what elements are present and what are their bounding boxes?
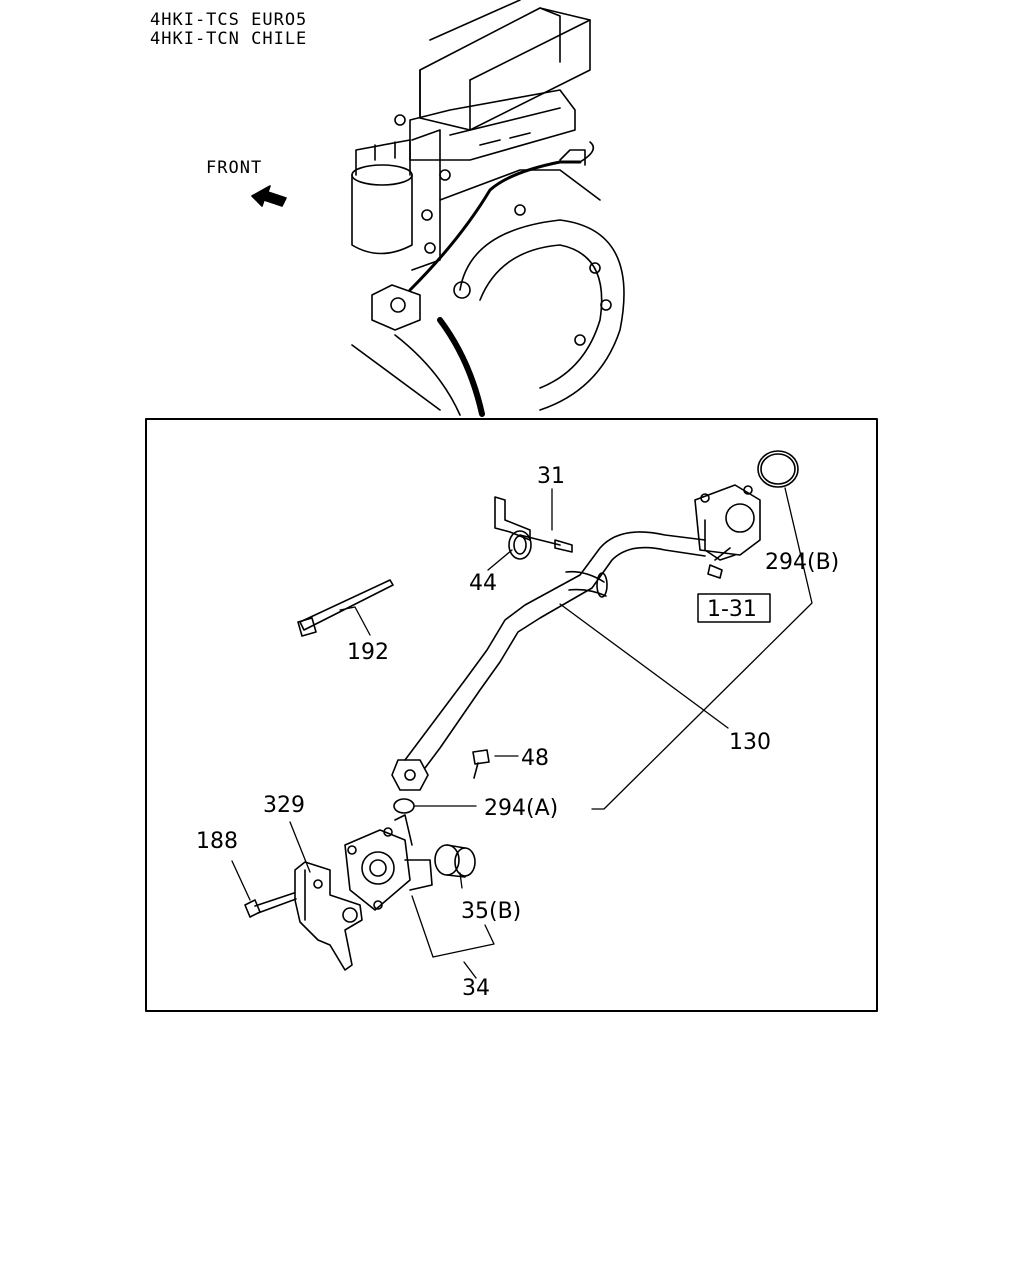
label-31: 31: [537, 464, 565, 489]
water-pipe-130: [391, 484, 761, 791]
front-arrow-icon: [251, 185, 287, 207]
ref-box-1-31: [697, 593, 771, 623]
model-title-line-2: 4HKI-TCN CHILE: [150, 29, 308, 49]
label-35b: 35(B): [461, 899, 521, 924]
housing-34: [344, 814, 433, 911]
bolt-1-31: [707, 547, 731, 579]
bolt-188: [244, 892, 297, 918]
o-ring-294a: [393, 798, 415, 814]
front-label: FRONT: [206, 158, 263, 178]
bolt-48: [472, 749, 490, 779]
label-294b: 294(B): [765, 550, 839, 575]
bracket-31: [494, 496, 573, 553]
o-ring-294b: [757, 450, 799, 488]
label-34: 34: [462, 976, 490, 1001]
label-192: 192: [347, 640, 389, 665]
leader-lines: [231, 487, 813, 979]
label-188: 188: [196, 829, 238, 854]
label-44: 44: [469, 571, 497, 596]
engine-overview-drawing: [351, 0, 625, 417]
label-294a: 294(A): [484, 796, 558, 821]
bracket-329: [294, 861, 363, 971]
label-1-31: 1-31: [707, 597, 757, 622]
cable-tie-192: [297, 579, 394, 637]
label-329: 329: [263, 793, 305, 818]
clip-44: [508, 530, 532, 560]
model-title-line-1: 4HKI-TCS EURO5: [150, 10, 308, 30]
label-130: 130: [729, 730, 771, 755]
sleeve-35b: [434, 844, 476, 878]
label-48: 48: [521, 746, 549, 771]
